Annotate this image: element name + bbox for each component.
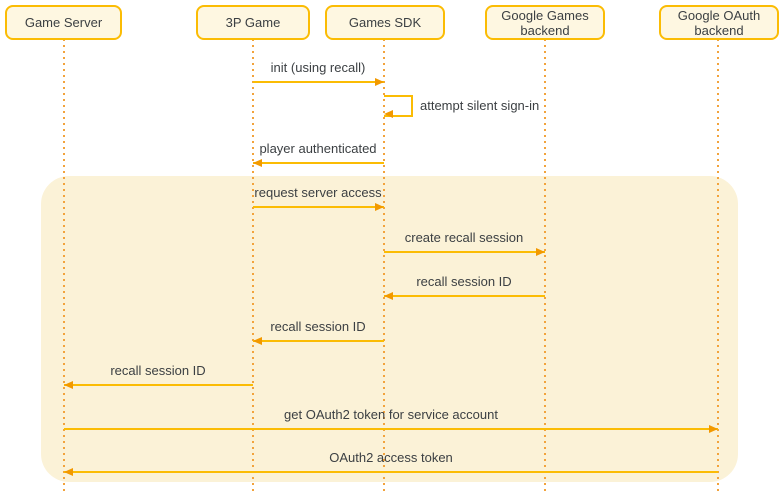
arrowhead-left-icon — [253, 337, 262, 345]
arrowhead-left-icon — [64, 381, 73, 389]
highlight-region — [41, 176, 738, 482]
message-label-init: init (using recall) — [270, 60, 366, 75]
arrowhead-right-icon — [536, 248, 545, 256]
message-arrow-request-server-access — [253, 203, 384, 211]
participant-label: Google OAuth backend — [677, 7, 761, 38]
arrowhead-right-icon — [375, 78, 384, 86]
message-label-create-recall-session: create recall session — [404, 230, 524, 245]
message-arrow-init — [253, 78, 384, 86]
lifeline-games-sdk — [383, 39, 385, 491]
message-arrow-recall-session-id-2 — [253, 337, 384, 345]
arrowhead-left-icon — [384, 110, 393, 118]
message-label-recall-session-id-1: recall session ID — [416, 274, 512, 289]
lifeline-google-games-backend — [544, 39, 546, 491]
message-arrow-recall-session-id-3 — [64, 381, 253, 389]
participant-games-sdk: Games SDK — [325, 5, 445, 40]
arrowhead-right-icon — [375, 203, 384, 211]
message-arrow-attempt-silent-sign-in — [384, 95, 413, 118]
participant-3p-game: 3P Game — [196, 5, 310, 40]
lifeline-google-oauth-backend — [717, 39, 719, 491]
message-label-get-oauth2-token: get OAuth2 token for service account — [284, 407, 498, 422]
arrowhead-left-icon — [253, 159, 262, 167]
participant-google-oauth-backend: Google OAuth backend — [659, 5, 779, 40]
message-label-oauth2-access-token: OAuth2 access token — [329, 450, 453, 465]
message-arrow-player-authenticated — [253, 159, 384, 167]
message-label-request-server-access: request server access — [254, 185, 382, 200]
participant-label: Games SDK — [348, 15, 422, 30]
message-label-recall-session-id-2: recall session ID — [270, 319, 366, 334]
arrowhead-left-icon — [384, 292, 393, 300]
lifeline-3p-game — [252, 39, 254, 491]
message-label-recall-session-id-3: recall session ID — [110, 363, 206, 378]
message-label-player-authenticated: player authenticated — [259, 141, 377, 156]
arrowhead-right-icon — [709, 425, 718, 433]
participant-label: 3P Game — [225, 15, 281, 30]
participant-game-server: Game Server — [5, 5, 122, 40]
participant-label: Game Server — [24, 15, 103, 30]
message-label-attempt-silent-sign-in: attempt silent sign-in — [420, 98, 540, 113]
lifeline-game-server — [63, 39, 65, 491]
message-arrow-recall-session-id-1 — [384, 292, 545, 300]
arrowhead-left-icon — [64, 468, 73, 476]
participant-google-games-backend: Google Games backend — [485, 5, 605, 40]
participant-label: Google Games backend — [501, 7, 589, 38]
message-arrow-oauth2-access-token — [64, 468, 718, 476]
message-arrow-get-oauth2-token — [64, 425, 718, 433]
message-arrow-create-recall-session — [384, 248, 545, 256]
